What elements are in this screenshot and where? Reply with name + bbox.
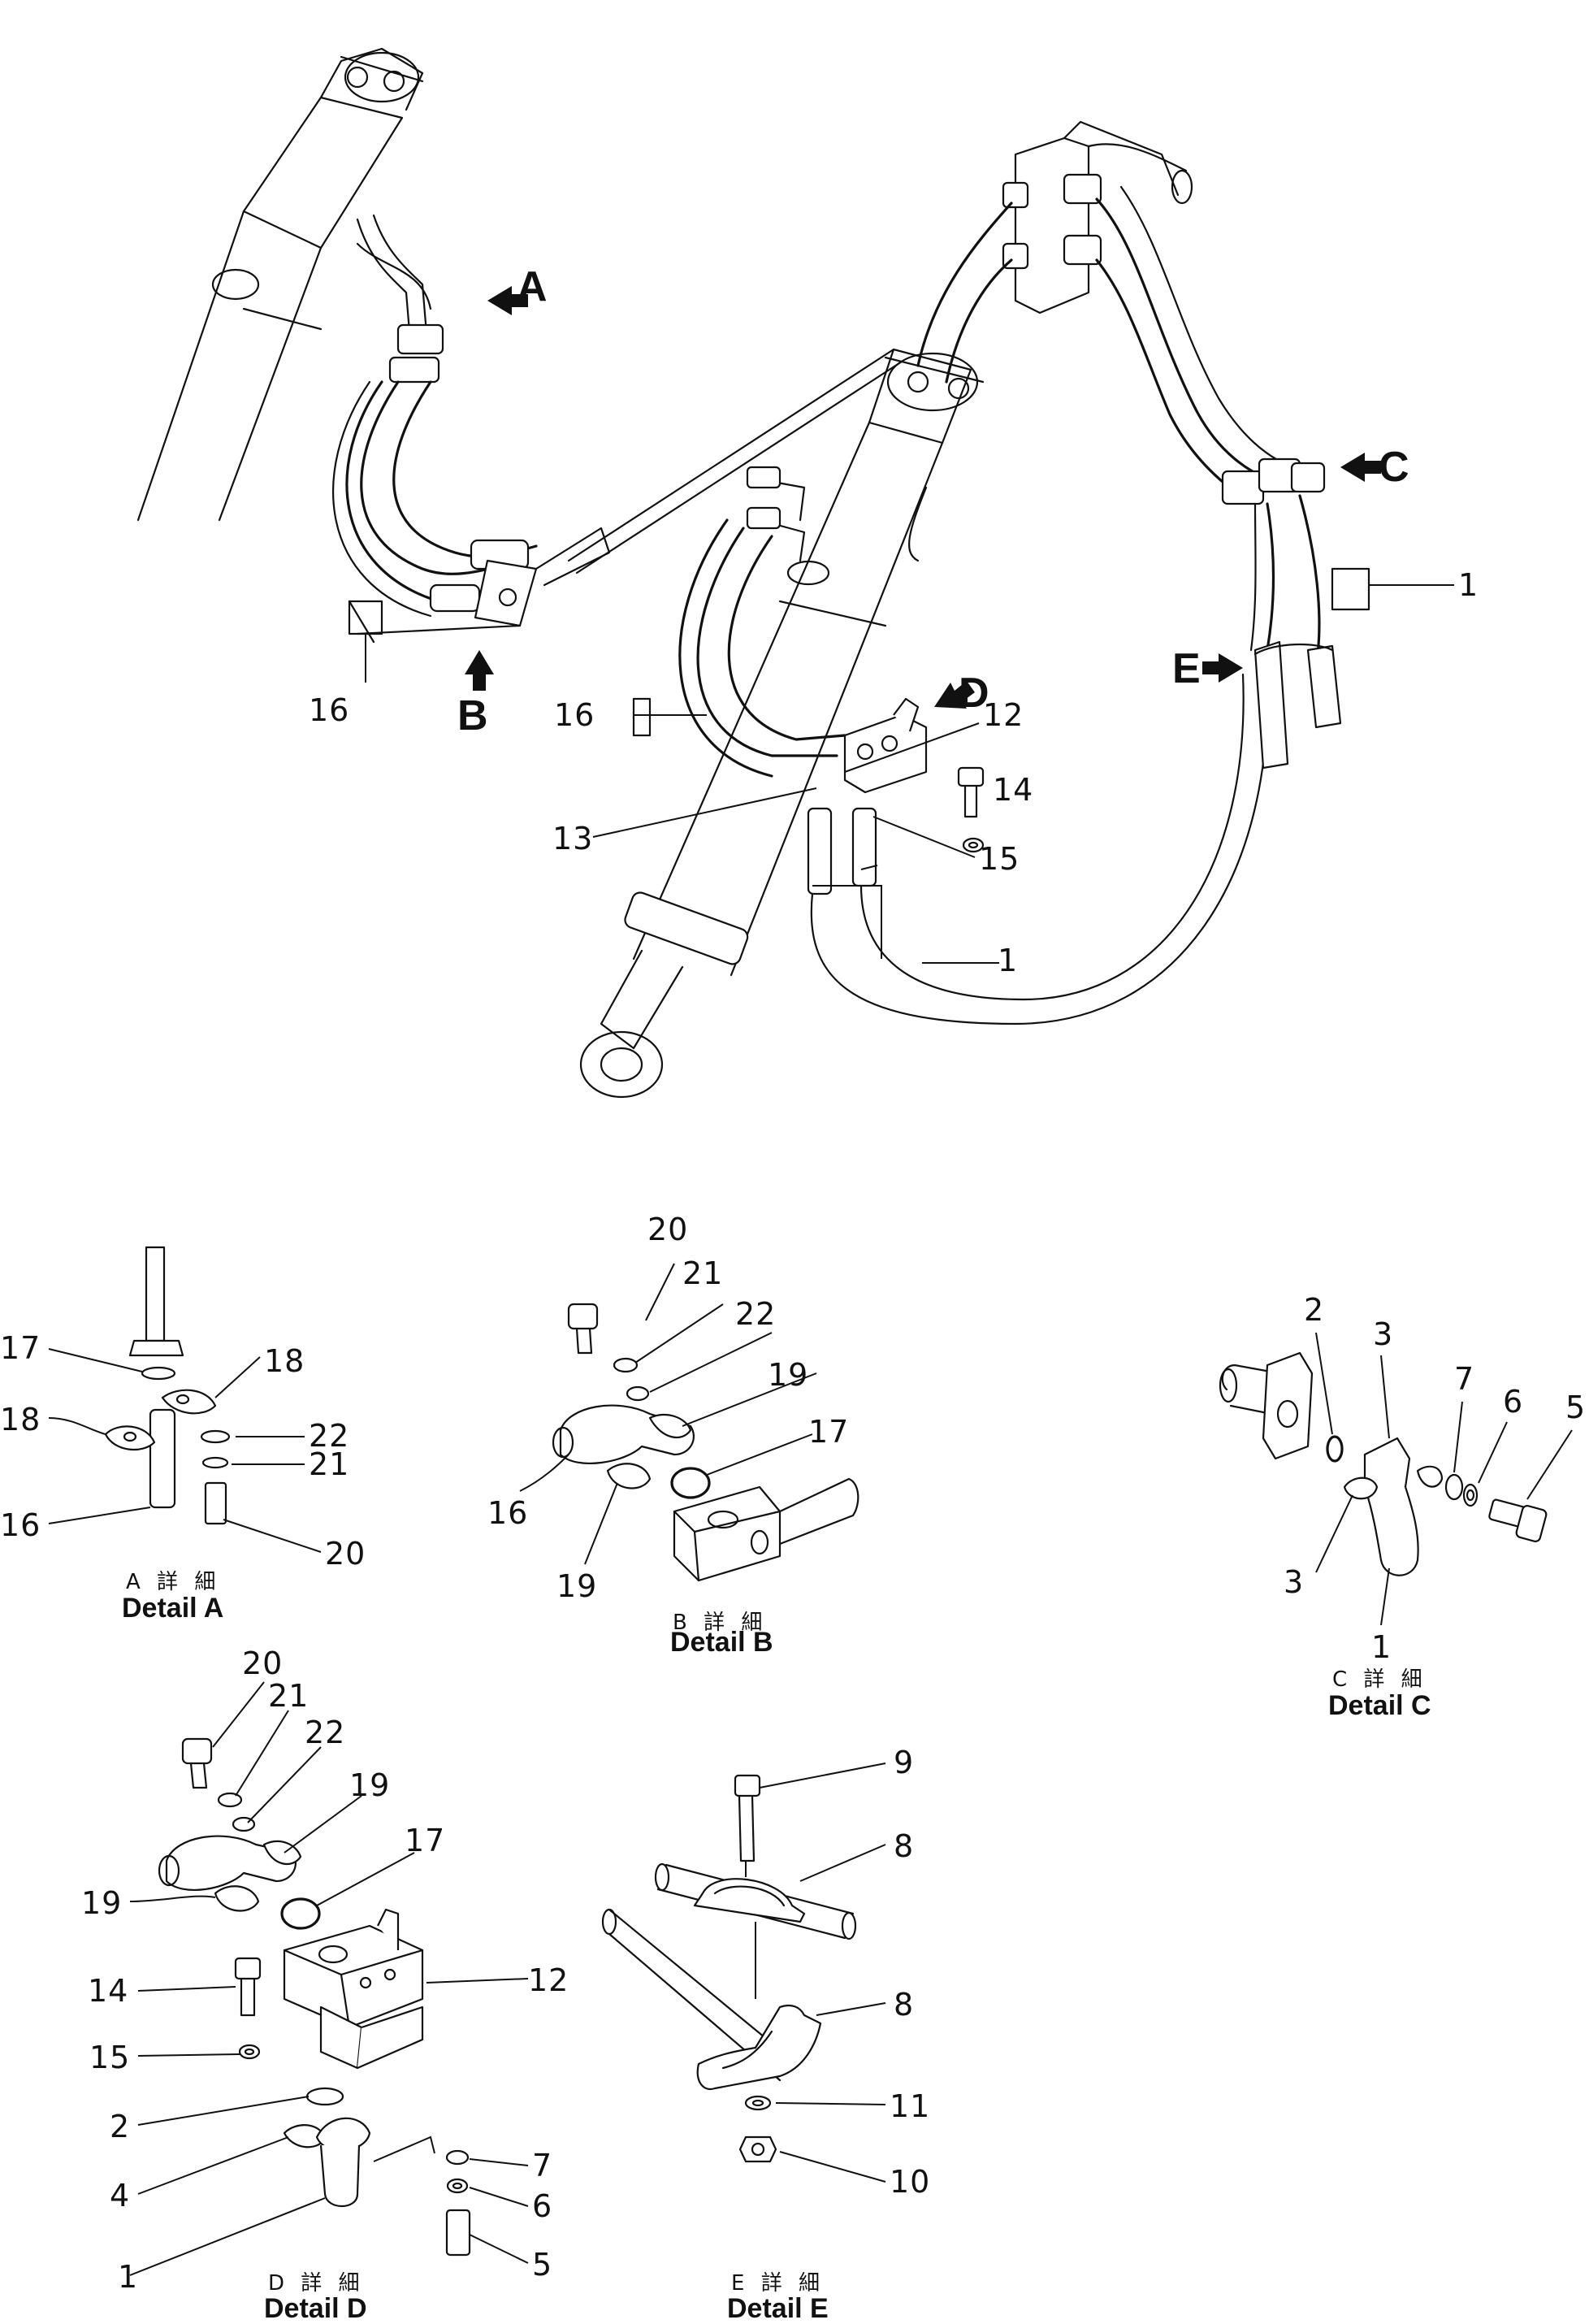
detail-b-part-number: 19 bbox=[768, 1357, 808, 1393]
main-assembly-view: A B C D E 1 1 12 13 14 15 16 16 bbox=[136, 47, 1479, 1099]
main-part-number: 16 bbox=[554, 697, 595, 733]
view-label-c: C bbox=[1379, 444, 1409, 491]
detail-d-part-number: 1 bbox=[118, 2259, 138, 2295]
main-bolt-14 bbox=[957, 766, 985, 853]
main-part-number: 13 bbox=[552, 821, 593, 856]
detail-a-caption-jp: A 詳 細 bbox=[126, 1570, 220, 1594]
detail-e-part-number: 10 bbox=[890, 2164, 930, 2200]
detail-b-caption-en: Detail B bbox=[670, 1627, 773, 1658]
main-leader-lines bbox=[348, 584, 1454, 964]
detail-a: 17 18 18 22 21 16 20 A 詳 細 Detail A bbox=[0, 1246, 366, 1624]
view-arrows bbox=[465, 286, 1381, 709]
detail-a-part-number: 18 bbox=[0, 1402, 41, 1437]
detail-d-part-number: 19 bbox=[81, 1885, 122, 1921]
detail-d-part-number: 14 bbox=[88, 1973, 128, 2009]
detail-c-part-number: 6 bbox=[1503, 1384, 1523, 1420]
detail-d-part-number: 12 bbox=[528, 1962, 569, 1998]
detail-c-part-number: 7 bbox=[1454, 1361, 1474, 1397]
detail-d-part-number: 2 bbox=[110, 2109, 130, 2144]
detail-d-part-number: 4 bbox=[110, 2178, 130, 2213]
detail-c-part-number: 3 bbox=[1373, 1316, 1393, 1352]
detail-a-part-number: 18 bbox=[264, 1343, 305, 1379]
pipe-center-2 bbox=[575, 360, 903, 574]
detail-d-part-number: 20 bbox=[242, 1645, 283, 1681]
detail-c-caption-jp: C 詳 細 bbox=[1332, 1667, 1427, 1692]
detail-d-part-number: 6 bbox=[532, 2188, 552, 2224]
detail-e: 9 8 8 11 10 E 詳 細 Detail E bbox=[601, 1745, 930, 2324]
detail-d-part-number: 7 bbox=[532, 2148, 552, 2183]
main-part-number: 14 bbox=[993, 772, 1033, 808]
main-part-number: 16 bbox=[309, 692, 349, 728]
detail-e-caption-jp: E 詳 細 bbox=[731, 2271, 825, 2296]
detail-c-part-number: 2 bbox=[1304, 1292, 1324, 1328]
detail-b-caption-jp: B 詳 細 bbox=[673, 1611, 767, 1635]
detail-a-part-number: 21 bbox=[309, 1446, 349, 1482]
pipe-center bbox=[567, 348, 895, 562]
detail-b-part-number: 16 bbox=[487, 1495, 528, 1531]
detail-d-caption-en: Detail D bbox=[264, 2293, 367, 2324]
detail-e-part-number: 11 bbox=[890, 2088, 930, 2124]
detail-d-part-number: 19 bbox=[349, 1767, 390, 1803]
detail-e-part-number: 9 bbox=[894, 1745, 914, 1780]
center-hose-routing bbox=[678, 466, 928, 778]
detail-e-part-number: 8 bbox=[894, 1987, 914, 2023]
detail-e-part-number: 8 bbox=[894, 1828, 914, 1864]
center-cylinder bbox=[579, 348, 985, 1099]
view-label-b: B bbox=[457, 692, 488, 739]
detail-e-caption-en: Detail E bbox=[727, 2293, 829, 2324]
detail-c-part-number: 3 bbox=[1284, 1564, 1304, 1600]
detail-d-part-number: 17 bbox=[405, 1823, 445, 1858]
detail-a-part-number: 22 bbox=[309, 1418, 349, 1454]
view-label-a: A bbox=[517, 263, 548, 310]
control-valve-block bbox=[916, 120, 1285, 493]
detail-b: 20 21 22 19 17 16 19 B 詳 細 Detail B bbox=[487, 1212, 859, 1658]
left-cylinder bbox=[136, 47, 424, 522]
detail-c-caption-en: Detail C bbox=[1328, 1690, 1431, 1721]
detail-b-part-number: 21 bbox=[682, 1255, 723, 1291]
detail-a-part-number: 16 bbox=[0, 1507, 41, 1543]
detail-c: 2 3 7 6 5 3 1 C 詳 細 Detail C bbox=[1219, 1292, 1586, 1721]
detail-d-part-number: 22 bbox=[305, 1715, 345, 1750]
main-part-number: 12 bbox=[983, 697, 1024, 733]
view-label-e: E bbox=[1172, 645, 1201, 692]
fitting-c-cluster bbox=[1221, 457, 1370, 770]
left-hose-routing bbox=[332, 214, 611, 644]
detail-d-part-number: 5 bbox=[532, 2247, 552, 2283]
detail-a-part-number: 17 bbox=[0, 1330, 41, 1366]
block-d-bracket bbox=[807, 665, 1269, 1025]
detail-d-caption-jp: D 詳 細 bbox=[268, 2271, 365, 2296]
detail-b-part-number: 22 bbox=[735, 1296, 776, 1332]
detail-d-part-number: 21 bbox=[268, 1678, 309, 1714]
main-part-number: 1 bbox=[1458, 567, 1479, 603]
main-part-number: 1 bbox=[998, 943, 1018, 978]
view-label-d: D bbox=[959, 670, 989, 717]
main-part-number: 15 bbox=[979, 841, 1020, 877]
detail-c-part-number: 1 bbox=[1371, 1629, 1392, 1665]
detail-d: 20 21 22 19 17 19 14 12 15 2 4 7 6 1 5 D… bbox=[81, 1645, 569, 2324]
detail-b-part-number: 19 bbox=[556, 1568, 597, 1604]
detail-c-part-number: 5 bbox=[1565, 1390, 1586, 1425]
detail-d-part-number: 15 bbox=[89, 2040, 130, 2075]
detail-a-part-number: 20 bbox=[325, 1536, 366, 1572]
detail-b-part-number: 20 bbox=[647, 1212, 688, 1247]
detail-a-caption-en: Detail A bbox=[122, 1593, 223, 1624]
detail-b-part-number: 17 bbox=[808, 1414, 849, 1450]
